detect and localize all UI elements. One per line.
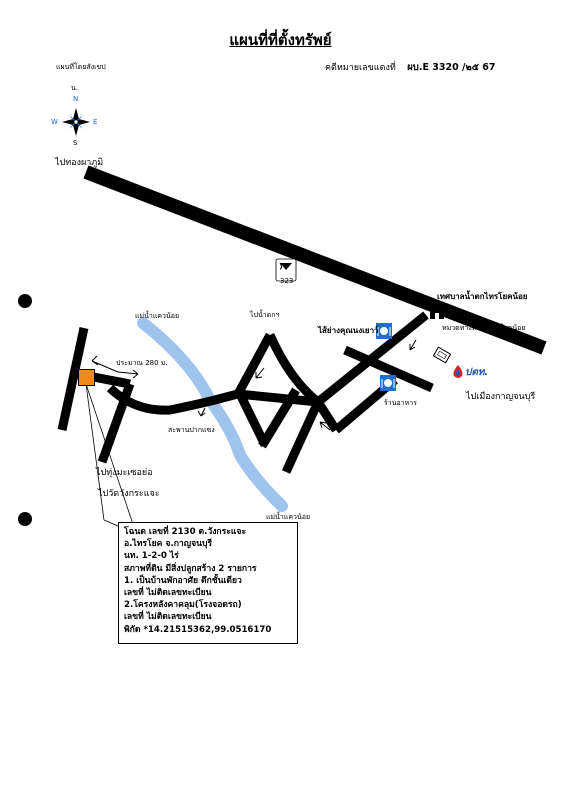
case-number-label: คดีหมายเลขแดงที่ ผบ.E 3320 /๒๕ 67 [325,62,496,73]
compass-w: W [51,118,58,126]
binder-hole [18,294,32,308]
label-restaurant-top: ไส้ย่างคุณนงเยาว์ [318,326,379,335]
info-line: เลขที่ ไม่ติดเลขทะเบียน [124,588,212,599]
binder-hole [18,512,32,526]
label-river-top: แม่น้ำแควน้อย [135,312,180,320]
label-to-waterfall: ไปน้ำตกฯ [250,311,280,319]
label-bridge: สะพานปากแซง [168,426,215,434]
ptt-logo-icon [453,365,463,378]
info-line: เลขที่ ไม่ติดเลขทะเบียน [124,612,212,623]
compass-e: E [93,118,98,126]
info-line: อ.ไทรโยค จ.กาญจนบุรี [124,539,213,550]
property-marker-icon [78,369,95,386]
river [137,317,288,512]
label-to-tum-ma-saeo: ไปทุ่งมะเซอย่อ [96,468,153,478]
info-line: โฉนด เลขที่ 2130 ต.วังกระแจะ [124,527,247,537]
map-type-label: แผนที่โดยสังเขป [56,63,106,71]
police-box-icon [432,346,452,364]
info-line: 1. เป็นบ้านพักอาศัย ตึกชั้นเดียว [124,575,242,586]
compass-n: N [73,95,79,103]
label-municipality: เทศบาลน้ำตกไทรโยคน้อย [437,292,528,301]
label-to-kanchanaburi: ไปเมืองกาญจนบุรี [466,392,536,402]
direction-arrows [91,339,417,431]
highway-shield-icon [275,258,297,282]
label-distance: ประมาณ 280 ม. [116,359,168,367]
label-restaurant-bottom: ร้านอาหาร [384,399,417,407]
compass-rose-icon [62,108,90,136]
page-title: แผนที่ที่ตั้งทรัพย์ [229,31,332,49]
compass-north-thai: น. [71,84,79,92]
label-ptt-brand: ปตท. [465,367,489,378]
label-to-wat-wang-krajae: ไปวัดวังกระแจะ [98,489,160,499]
info-line: 2.โครงหลังคาคลุม(โรงจอดรถ) [124,600,242,611]
info-line: สภาพที่ดิน มีสิ่งปลูกสร้าง 2 รายการ [124,563,257,574]
label-police: หมวดทางหลวงไทรโยคน้อย [442,324,526,332]
property-info-box: โฉนด เลขที่ 2130 ต.วังกระแจะ อ.ไทรโยค จ.… [118,522,298,644]
highway-road [83,165,547,355]
building-icon [428,303,446,319]
label-to-thong-pha-phum: ไปทองผาภูมิ [55,158,104,168]
local-roads [57,311,434,474]
restaurant-icon [380,375,396,391]
info-line: พิกัด *14.21515362,99.0516170 [124,624,272,635]
restaurant-icon [376,323,392,339]
label-river-bottom: แม่น้ำแควน้อย [266,513,311,521]
compass-s: S [73,139,78,147]
label-highway-number: 323 [280,277,294,285]
info-line: นท. 1-2-0 ไร่ [124,551,179,562]
